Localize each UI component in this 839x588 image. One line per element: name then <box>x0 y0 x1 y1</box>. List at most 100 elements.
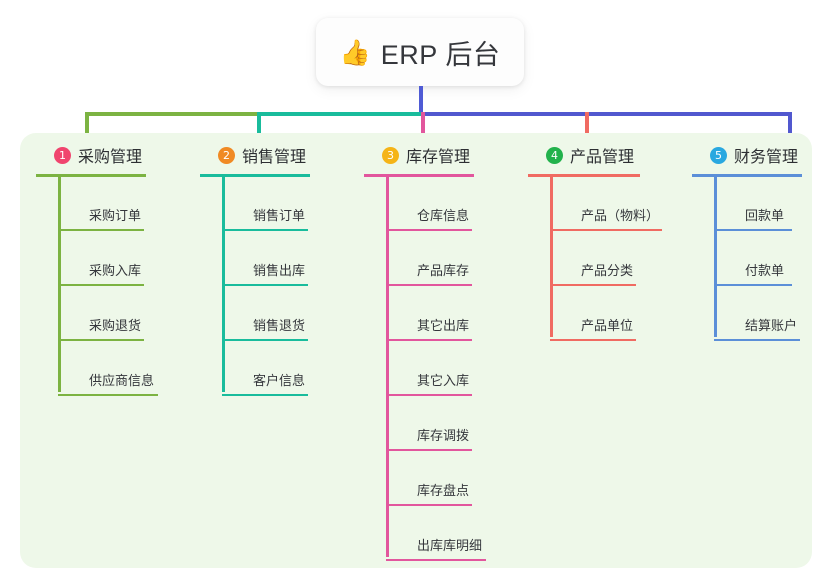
branch-number-badge-5: 5 <box>710 146 727 164</box>
branch-item-label: 采购入库 <box>89 263 142 278</box>
branches-panel <box>20 133 812 568</box>
branch-item[interactable]: 供应商信息 <box>58 353 158 408</box>
branch-item-list-4: 产品（物料） 产品分类产品单位 <box>528 177 662 353</box>
branch-item[interactable]: 产品分类 <box>550 243 640 298</box>
branch-item-label: 出库库明细 <box>417 538 483 553</box>
branch-drop-connector-3 <box>421 112 425 152</box>
branch-header-2[interactable]: 2 销售管理 <box>200 142 310 168</box>
branch-item-label: 产品分类 <box>581 263 634 278</box>
branch-item-underline <box>222 284 308 286</box>
branch-column-3: 3 库存管理仓库信息产品库存其它出库其它入库库存调拨库存盘点出库库明细 <box>364 142 486 573</box>
branch-item-label: 结算账户 <box>745 318 798 333</box>
branch-item-label: 库存盘点 <box>417 483 470 498</box>
branch-item[interactable]: 仓库信息 <box>386 188 474 243</box>
branch-item[interactable]: 其它出库 <box>386 298 474 353</box>
branch-title-4: 产品管理 <box>570 149 635 166</box>
branch-drop-connector-5 <box>788 112 792 152</box>
branch-underline-3 <box>364 174 474 177</box>
branch-item-underline <box>58 229 144 231</box>
branch-item[interactable]: 付款单 <box>714 243 802 298</box>
branch-item-underline <box>714 284 792 286</box>
branch-item-underline <box>714 339 800 341</box>
branch-item[interactable]: 采购入库 <box>58 243 146 298</box>
branch-item-label: 销售出库 <box>253 263 306 278</box>
branch-item-underline <box>222 229 308 231</box>
branch-item-label: 回款单 <box>745 208 785 223</box>
branch-column-5: 5 财务管理回款单付款单结算账户 <box>692 142 802 353</box>
branch-item[interactable]: 产品（物料） <box>550 188 662 243</box>
branch-item[interactable]: 产品库存 <box>386 243 474 298</box>
branch-number-badge-2: 2 <box>218 146 235 164</box>
horizontal-connector-segment-3 <box>421 112 792 116</box>
horizontal-connector-segment-1 <box>85 112 260 116</box>
branch-drop-connector-4 <box>585 112 589 152</box>
branch-item-underline <box>386 559 486 561</box>
branch-item-underline <box>714 229 792 231</box>
root-stem-connector <box>419 86 423 115</box>
branch-item-list-1: 采购订单采购入库采购退货供应商信息 <box>36 177 158 408</box>
branch-item-list-3: 仓库信息产品库存其它出库其它入库库存调拨库存盘点出库库明细 <box>364 177 486 573</box>
branch-item[interactable]: 回款单 <box>714 188 802 243</box>
branch-item-underline <box>550 229 662 231</box>
branch-item-underline <box>58 339 144 341</box>
branch-item[interactable]: 销售退货 <box>222 298 310 353</box>
horizontal-connector-segment-2 <box>258 112 423 116</box>
branch-underline-1 <box>36 174 146 177</box>
branch-title-2: 销售管理 <box>242 149 307 166</box>
branch-item-underline <box>58 284 144 286</box>
branch-item-label: 其它出库 <box>417 318 470 333</box>
branch-column-2: 2 销售管理销售订单销售出库销售退货客户信息 <box>200 142 310 408</box>
branch-item[interactable]: 采购退货 <box>58 298 146 353</box>
branch-item-label: 采购退货 <box>89 318 142 333</box>
branch-item-underline <box>386 284 472 286</box>
branch-title-5: 财务管理 <box>734 149 799 166</box>
branch-number-badge-4: 4 <box>546 146 563 164</box>
branch-title-3: 库存管理 <box>406 149 471 166</box>
root-node-title: ERP 后台 <box>380 39 501 70</box>
branch-item-label: 其它入库 <box>417 373 470 388</box>
branch-item[interactable]: 产品单位 <box>550 298 640 353</box>
branch-header-5[interactable]: 5 财务管理 <box>692 142 802 168</box>
branch-trunk-line-4 <box>550 174 553 337</box>
branch-item-label: 库存调拨 <box>417 428 470 443</box>
branch-item[interactable]: 客户信息 <box>222 353 310 408</box>
branch-header-4[interactable]: 4 产品管理 <box>528 142 640 168</box>
branch-header-3[interactable]: 3 库存管理 <box>364 142 474 168</box>
branch-number-badge-3: 3 <box>382 146 399 164</box>
thumbs-up-icon: 👍 <box>339 37 371 67</box>
branch-item-label: 供应商信息 <box>89 373 155 388</box>
branch-underline-5 <box>692 174 802 177</box>
branch-item[interactable]: 采购订单 <box>58 188 146 243</box>
branch-item[interactable]: 库存调拨 <box>386 408 474 463</box>
branch-trunk-line-5 <box>714 174 717 337</box>
branch-item-list-5: 回款单付款单结算账户 <box>692 177 802 353</box>
branch-item-underline <box>58 394 158 396</box>
branch-item[interactable]: 其它入库 <box>386 353 474 408</box>
branch-item[interactable]: 库存盘点 <box>386 463 474 518</box>
branch-item-underline <box>386 504 472 506</box>
branch-item-label: 产品（物料） <box>581 208 660 223</box>
branch-item-label: 销售订单 <box>253 208 306 223</box>
branch-trunk-line-2 <box>222 174 225 392</box>
branch-item-underline <box>386 229 472 231</box>
branch-item-label: 客户信息 <box>253 373 306 388</box>
branch-item-underline <box>222 339 308 341</box>
branch-item[interactable]: 出库库明细 <box>386 518 486 573</box>
branch-item-label: 销售退货 <box>253 318 306 333</box>
branch-item[interactable]: 结算账户 <box>714 298 802 353</box>
branch-item-label: 产品库存 <box>417 263 470 278</box>
branch-item-label: 仓库信息 <box>417 208 470 223</box>
branch-item-underline <box>550 339 636 341</box>
branch-item-underline <box>386 339 472 341</box>
branch-item-list-2: 销售订单销售出库销售退货客户信息 <box>200 177 310 408</box>
branch-item-label: 产品单位 <box>581 318 634 333</box>
branch-title-1: 采购管理 <box>78 149 143 166</box>
branch-item[interactable]: 销售出库 <box>222 243 310 298</box>
branch-item-underline <box>550 284 636 286</box>
root-node-card[interactable]: 👍 ERP 后台 <box>316 18 524 86</box>
branch-item[interactable]: 销售订单 <box>222 188 310 243</box>
branch-underline-2 <box>200 174 310 177</box>
